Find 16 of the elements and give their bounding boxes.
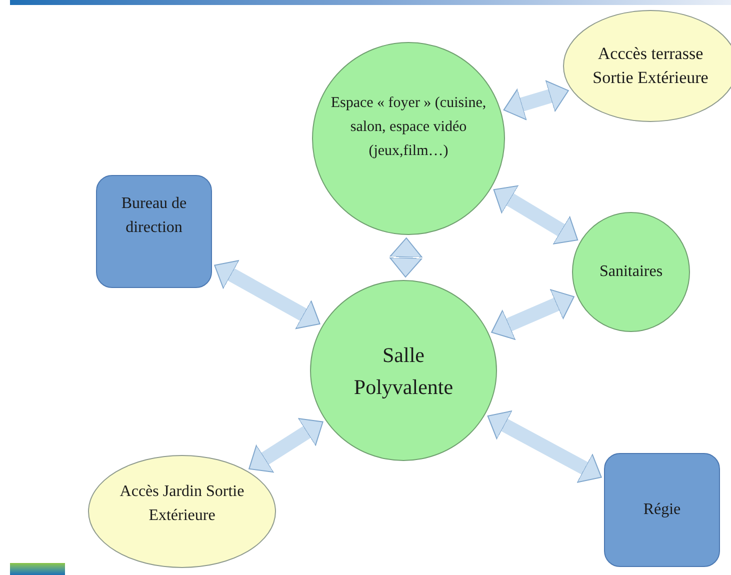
double-arrow — [389, 237, 422, 278]
double-arrow — [248, 418, 324, 473]
node-label: Accès Jardin Sortie Extérieure — [118, 482, 246, 526]
double-arrow — [491, 289, 574, 340]
node-label: Espace « foyer » (cuisine, salon, espace vidéo (jeux,film…) — [330, 94, 488, 160]
node-label: Régie — [643, 500, 681, 520]
double-arrow — [487, 410, 602, 483]
node-label: Acccès terrasse Sortie Extérieure — [592, 43, 710, 89]
double-arrow — [214, 260, 320, 330]
node-label: Salle Polyvalente — [352, 342, 454, 400]
node-label: Sanitaires — [599, 262, 663, 282]
node-label: Bureau de direction — [120, 194, 188, 238]
room-box — [96, 175, 212, 288]
room-box — [604, 453, 720, 567]
double-arrow — [503, 80, 569, 120]
double-arrow — [493, 185, 578, 244]
